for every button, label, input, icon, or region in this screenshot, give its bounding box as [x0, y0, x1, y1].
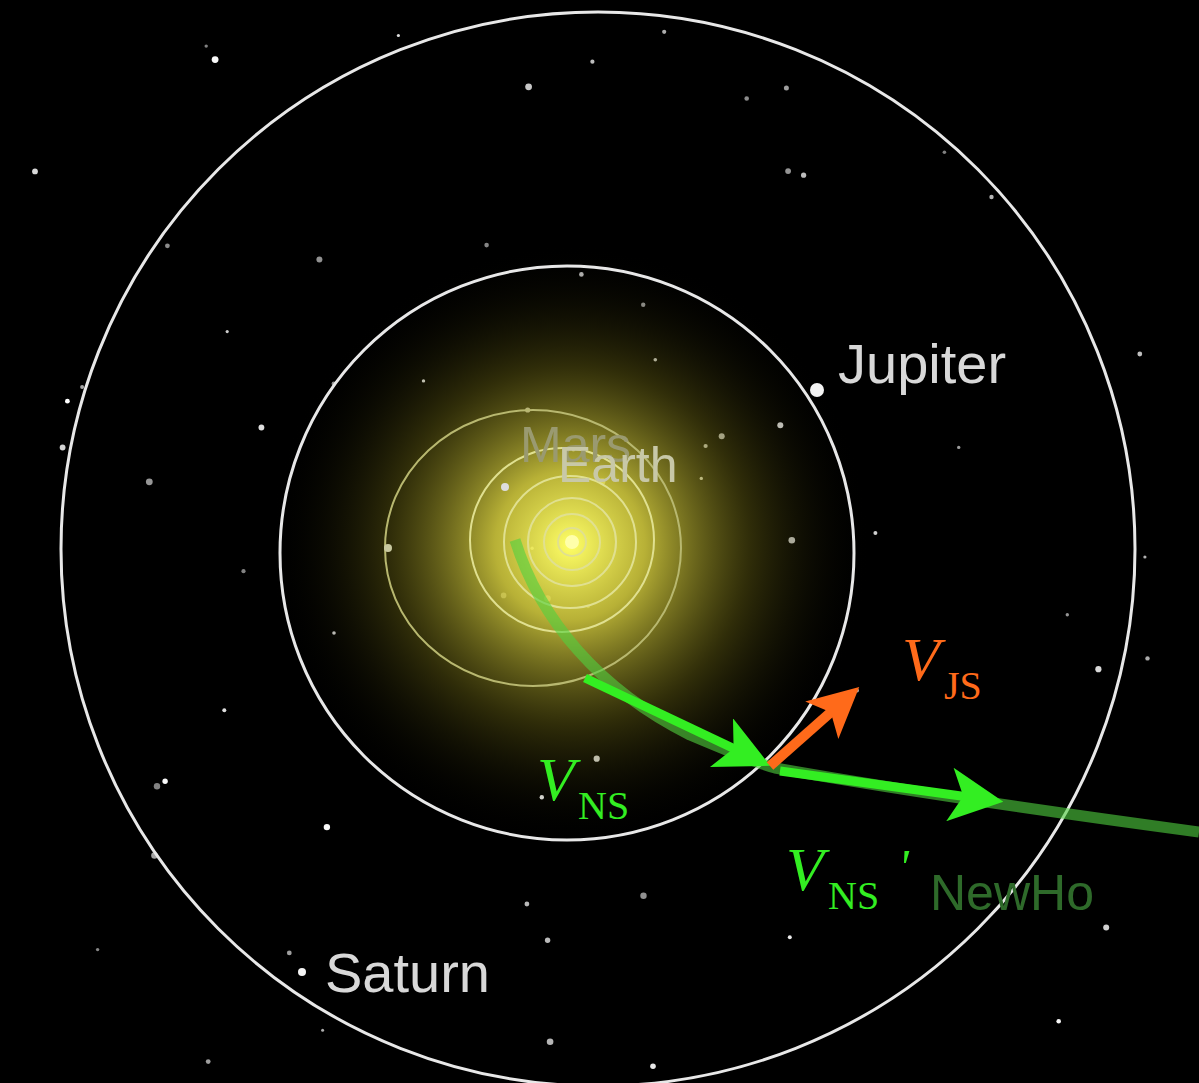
star: [1145, 656, 1149, 660]
star: [206, 1059, 211, 1064]
star: [943, 151, 947, 155]
planet-name: Saturn: [325, 945, 490, 1001]
star: [801, 173, 806, 178]
star: [96, 948, 99, 951]
jupiter-orbit: [280, 266, 854, 840]
jupiter-velocity-arrow: [770, 697, 848, 766]
star: [525, 902, 530, 907]
star: [146, 478, 153, 485]
star: [788, 935, 792, 939]
star: [1066, 613, 1069, 616]
star: [650, 1063, 656, 1069]
new-horizons-trajectory: [515, 540, 1199, 832]
star: [957, 446, 960, 449]
earth-planet: [501, 483, 509, 491]
sun-glow: [270, 245, 870, 845]
star: [785, 168, 791, 174]
star: [640, 893, 646, 899]
star: [324, 824, 330, 830]
star: [1095, 666, 1101, 672]
velocity-symbol: V: [786, 838, 824, 900]
star: [65, 399, 70, 404]
star: [316, 257, 322, 263]
star: [205, 44, 208, 47]
velocity-symbol: V: [902, 628, 940, 690]
velocity-symbol: V: [537, 748, 575, 810]
star: [212, 56, 219, 63]
star: [226, 330, 229, 333]
star: [1143, 555, 1146, 558]
mars-orbit: [385, 410, 681, 686]
star: [662, 30, 666, 34]
star: [1137, 352, 1142, 357]
saturn-orbit: [61, 12, 1135, 1083]
star: [397, 34, 400, 37]
star: [287, 951, 292, 956]
velocity-subscript: JS: [944, 666, 982, 706]
star: [590, 60, 594, 64]
star: [80, 385, 84, 389]
star: [525, 83, 532, 90]
star: [165, 243, 170, 248]
star: [162, 779, 167, 784]
planet-name: Earth: [558, 440, 678, 490]
star: [784, 86, 789, 91]
star: [32, 169, 38, 175]
velocity-subscript: NS: [828, 876, 879, 916]
star: [241, 569, 245, 573]
star: [547, 1038, 554, 1045]
spacecraft-name: NewHo: [930, 868, 1094, 918]
star: [222, 708, 226, 712]
sun: [565, 535, 579, 549]
star: [545, 938, 550, 943]
velocity-subscript: NS: [578, 786, 629, 826]
saturn-planet: [298, 968, 306, 976]
velocity-arrow-in: [585, 678, 758, 760]
star: [1056, 1019, 1061, 1024]
star: [1103, 925, 1109, 931]
prime-mark: ': [898, 842, 909, 892]
jupiter-planet: [810, 383, 824, 397]
star: [744, 96, 749, 101]
star: [855, 689, 859, 693]
star: [873, 531, 877, 535]
star: [259, 425, 265, 431]
star: [321, 1029, 324, 1032]
velocity-arrow-out: [780, 771, 990, 800]
mars-planet: [384, 544, 392, 552]
star: [989, 195, 993, 199]
star: [154, 783, 160, 789]
star: [484, 243, 489, 248]
planet-name: Jupiter: [838, 336, 1006, 392]
star: [60, 445, 66, 451]
